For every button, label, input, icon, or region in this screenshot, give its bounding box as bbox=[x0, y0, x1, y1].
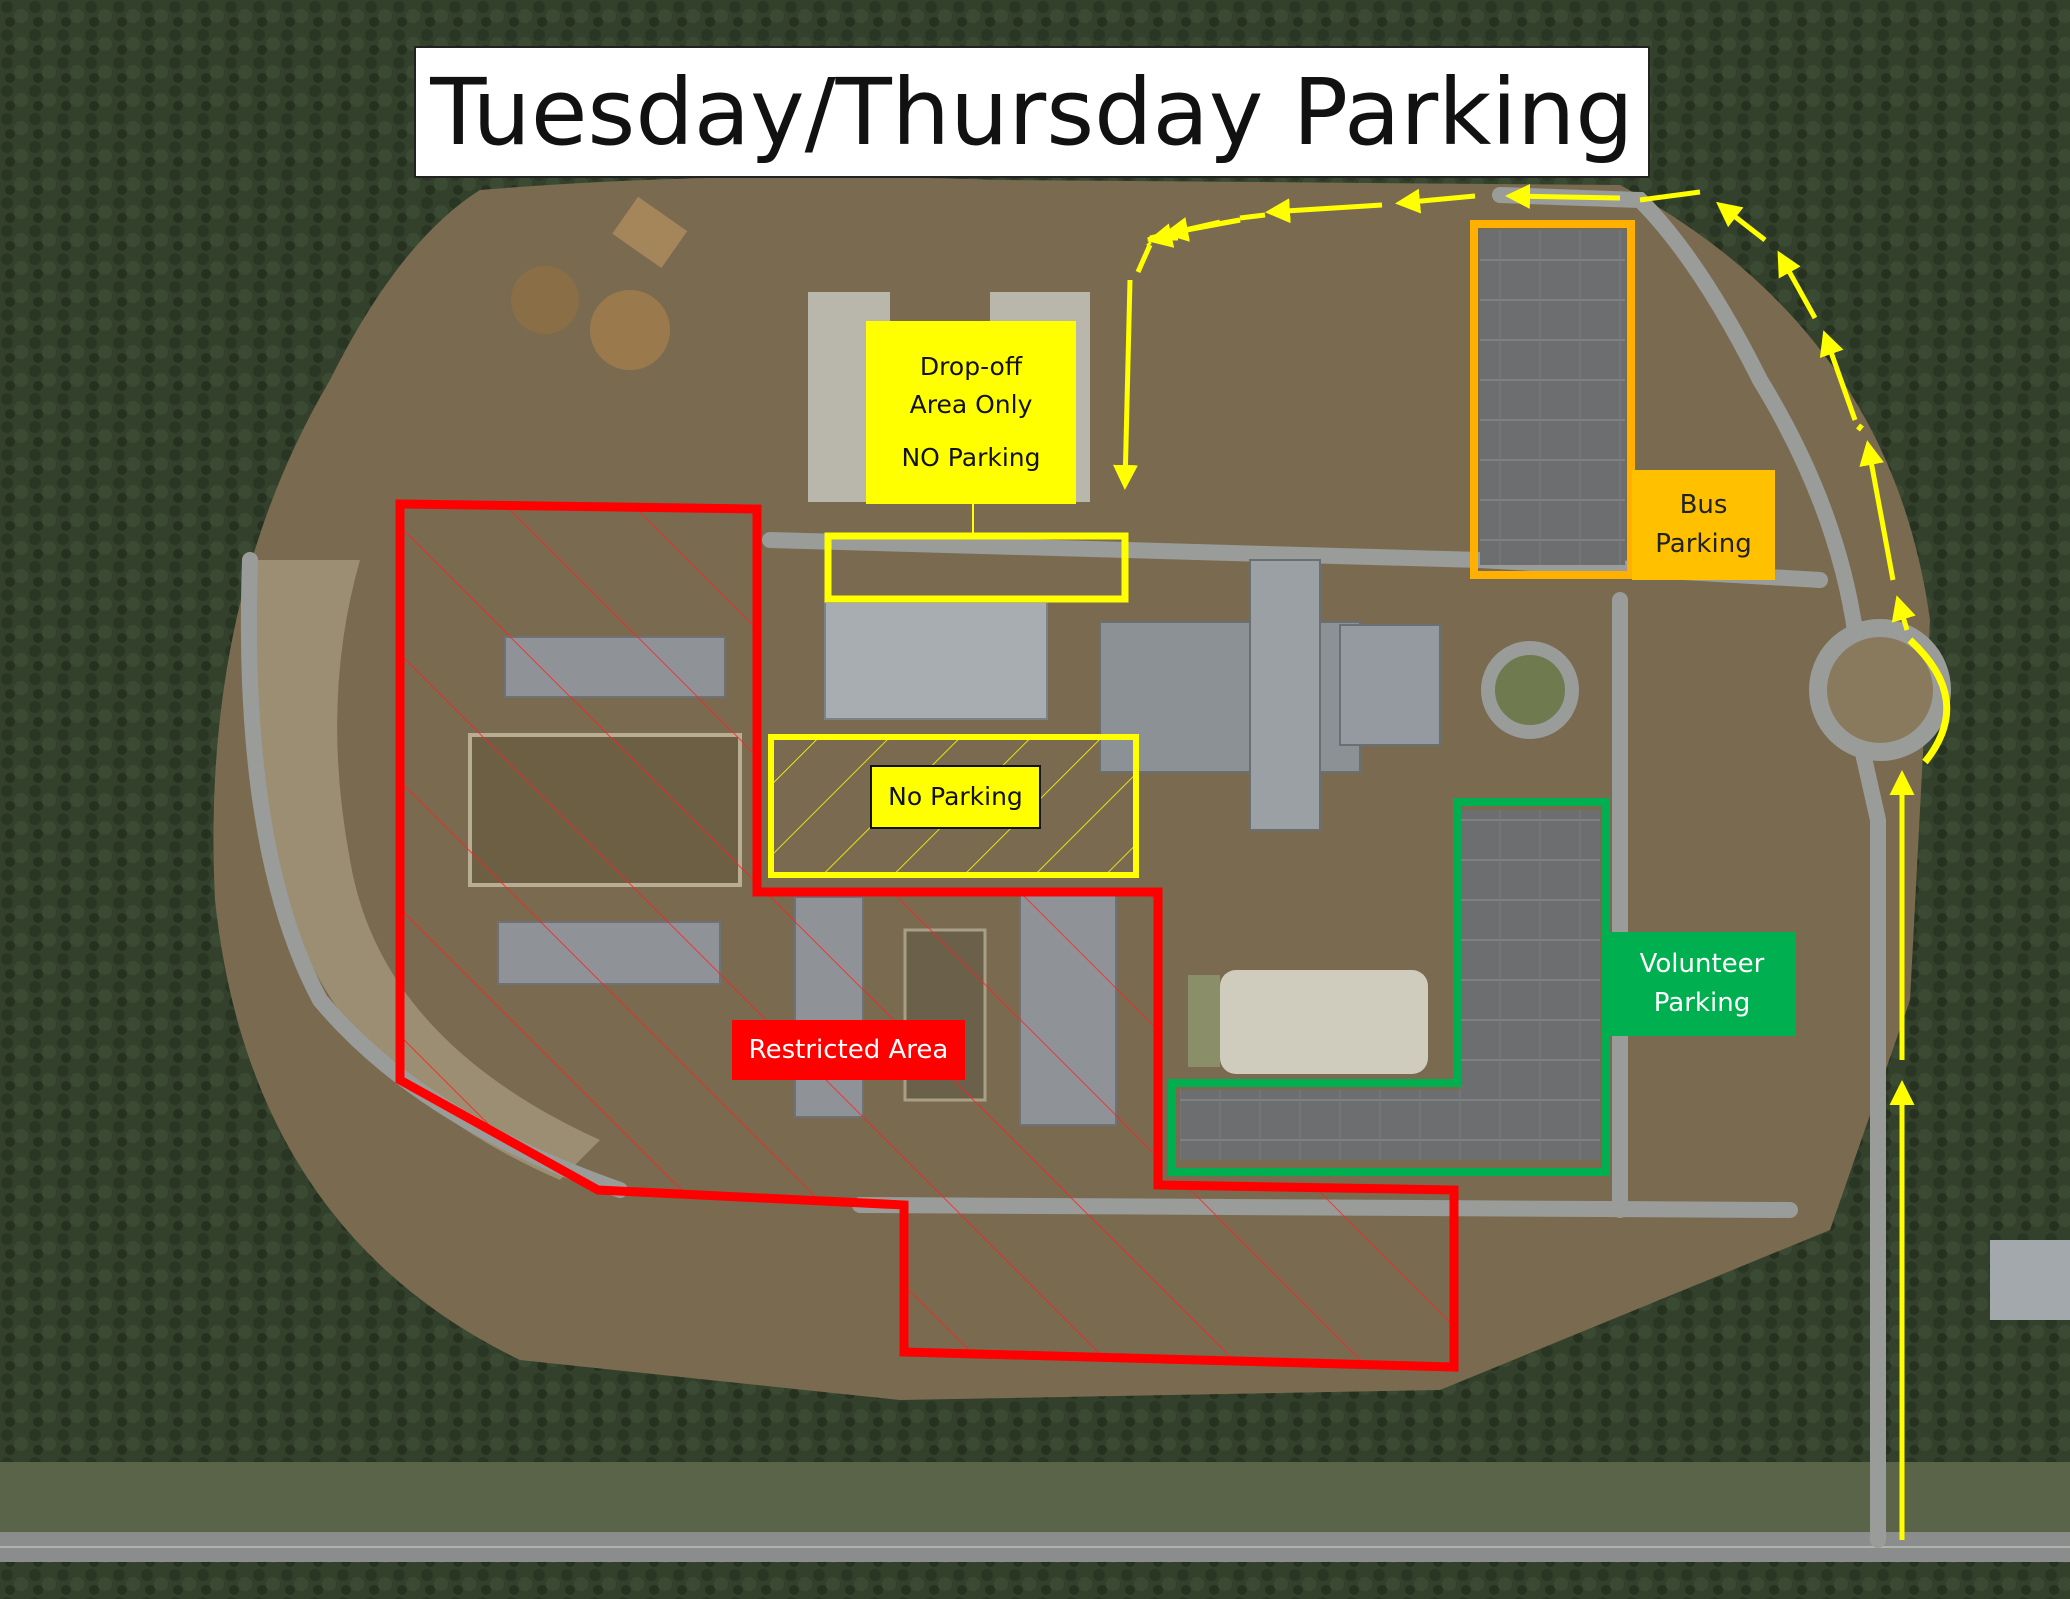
volunteer-parking-outline bbox=[1168, 798, 1610, 1176]
volunteer-lot-lower bbox=[1180, 1090, 1460, 1160]
volunteer-parking-label: Volunteer Parking bbox=[1608, 932, 1796, 1036]
volunteer-parking-label-line2: Parking bbox=[1653, 988, 1751, 1018]
bus-lot-pavement bbox=[1480, 230, 1625, 565]
outdoor-arena bbox=[1220, 970, 1428, 1074]
bus-parking-label-line1: Bus bbox=[1679, 490, 1728, 520]
restricted-area-label-text: Restricted Area bbox=[748, 1034, 949, 1065]
map-title: Tuesday/Thursday Parking bbox=[414, 46, 1650, 178]
route-arrows bbox=[1112, 183, 1951, 1540]
bus-parking-label-line2: Parking bbox=[1655, 529, 1752, 559]
no-parking-label: No Parking bbox=[870, 765, 1041, 829]
no-parking-label-text: No Parking bbox=[888, 782, 1023, 812]
dropoff-label-line2: Area Only bbox=[909, 389, 1033, 419]
restricted-area-outline bbox=[395, 499, 1459, 1372]
highway-shoulder bbox=[0, 1462, 2070, 1536]
dropoff-area-outline bbox=[824, 532, 1129, 603]
dropoff-label-line1: Drop-off bbox=[919, 352, 1023, 382]
roundabout bbox=[1809, 619, 1951, 761]
circle-drive bbox=[1481, 641, 1579, 739]
dropoff-label-line3: NO Parking bbox=[901, 443, 1041, 473]
dropoff-label: Drop-off Area Only NO Parking bbox=[866, 321, 1076, 504]
bus-parking-outline bbox=[1470, 220, 1635, 579]
volunteer-parking-label-line1: Volunteer bbox=[1639, 949, 1765, 979]
bus-parking-label: Bus Parking bbox=[1632, 470, 1775, 580]
restricted-area-label: Restricted Area bbox=[732, 1020, 965, 1080]
sandy-area bbox=[248, 560, 600, 1180]
turf-field bbox=[1188, 975, 1220, 1067]
volunteer-lot-pavement bbox=[1460, 810, 1600, 1160]
